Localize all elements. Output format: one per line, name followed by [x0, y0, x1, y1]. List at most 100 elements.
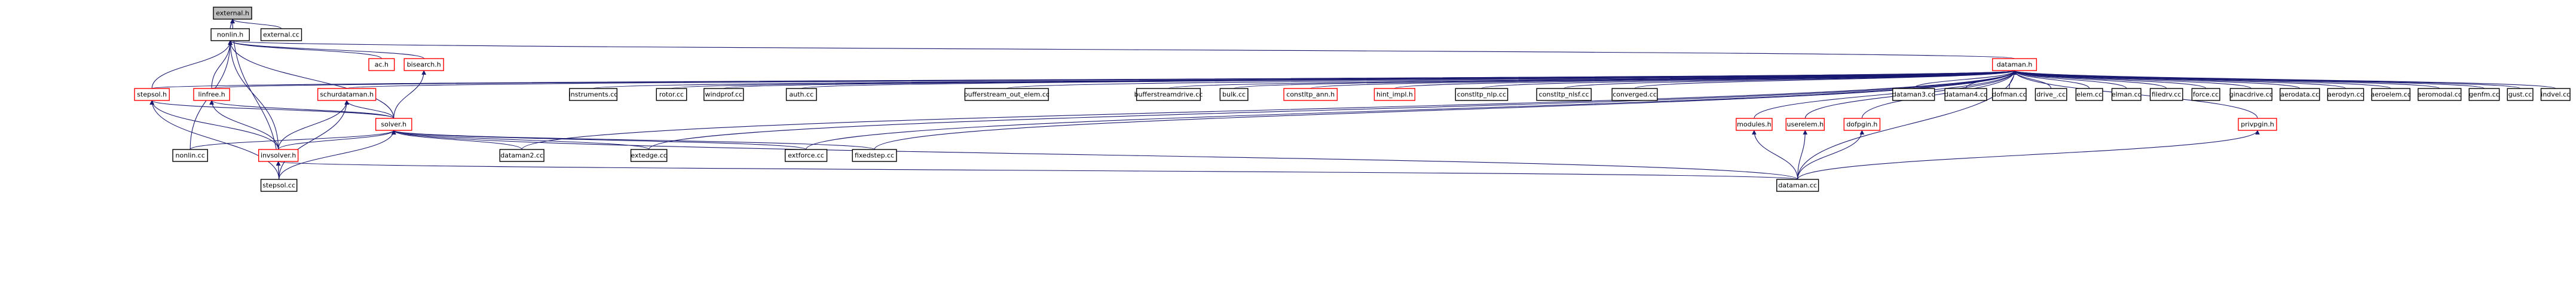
node-fixedstep-cc[interactable]: fixedstep.cc — [852, 149, 897, 162]
node-drive-cc[interactable]: drive_.cc — [2035, 88, 2067, 101]
edge-elem_cc-to-dataman_h — [2012, 70, 2090, 89]
node-nonlin-h[interactable]: nonlin.h — [210, 28, 250, 41]
edge-nonlin_h-to-external_h — [230, 19, 235, 29]
node-label: external.h — [216, 10, 249, 17]
node-label: rotor.cc — [659, 91, 684, 99]
node-label: bisearch.h — [407, 61, 441, 69]
node-indvel-cc[interactable]: indvel.cc — [2540, 88, 2571, 101]
node-label: bufferstream_out_elem.cc — [964, 91, 1050, 99]
node-label: dataman.cc — [1778, 182, 1817, 190]
edge-dataman_h-to-nonlin_h — [228, 40, 2015, 59]
node-box — [213, 7, 252, 20]
node-ginacdrive-cc[interactable]: ginacdrive.cc — [2229, 88, 2273, 101]
node-dataman2-cc[interactable]: dataman2.cc — [499, 149, 544, 162]
node-elem-cc[interactable]: elem.cc — [2075, 88, 2103, 101]
node-label: constltp_nlp.cc — [1457, 91, 1506, 99]
node-genfm-cc[interactable]: genfm.cc — [2468, 88, 2500, 101]
node-external-h[interactable]: external.h — [213, 7, 252, 20]
edge-extedge_cc-to-dataman_h — [648, 70, 2017, 150]
node-converged-cc[interactable]: converged.cc — [1611, 88, 1658, 101]
edge-stepsol_cc-to-stepsol_h — [149, 100, 280, 180]
edge-stepsol_h-to-nonlin_h — [151, 40, 233, 89]
node-box — [2371, 88, 2410, 101]
edge-external_cc-to-external_h — [230, 19, 282, 29]
node-box — [2229, 88, 2273, 101]
node-constltp-nlp-cc[interactable]: constltp_nlp.cc — [1455, 88, 1509, 101]
node-label: aeromodal.cc — [2418, 91, 2462, 99]
edge-indvel_cc-to-dataman_h — [2012, 70, 2556, 89]
node-bufferstreamdrive-cc[interactable]: bufferstreamdrive.cc — [1134, 88, 1203, 101]
edge-invsolver_h-to-stepsol_h — [149, 100, 279, 150]
edge-dataman_cc-to-solver_h — [391, 130, 1798, 180]
node-box — [2327, 88, 2364, 101]
node-windprof-cc[interactable]: windprof.cc — [703, 88, 744, 101]
node-constltp-nlsf-cc[interactable]: constltp_nlsf.cc — [1536, 88, 1592, 101]
node-box — [172, 149, 209, 162]
node-elman-cc[interactable]: elman.cc — [2111, 88, 2141, 101]
node-label: stepsol.h — [137, 91, 167, 99]
node-extedge-cc[interactable]: extedge.cc — [630, 149, 668, 162]
node-privplugin-h[interactable]: privpgin.h — [2238, 118, 2277, 131]
node-box — [1536, 88, 1592, 101]
node-invsolver-h[interactable]: invsolver.h — [258, 149, 299, 162]
node-gust-cc[interactable]: gust.cc — [2507, 88, 2534, 101]
node-aeromodal-cc-a[interactable]: auth.cc — [785, 88, 817, 101]
node-box — [1785, 118, 1825, 131]
node-instruments-cc[interactable]: instruments.cc — [569, 88, 618, 101]
node-box — [2191, 88, 2220, 101]
node-aeromodal-cc[interactable]: aeromodal.cc — [2418, 88, 2462, 101]
node-dataman-cc[interactable]: dataman.cc — [1776, 179, 1819, 192]
edge-dataman_cc-to-privplugin_h — [1797, 130, 2260, 180]
node-hint-impl-h[interactable]: hint_impl.h — [1373, 88, 1416, 101]
graph-nodes: external.h external.cc nonlin.h ac.h bisearc… — [134, 7, 2571, 192]
node-bisec-h[interactable]: bisearch.h — [403, 58, 444, 71]
edge-fixedstep_cc-to-dataman_h — [874, 70, 2017, 150]
node-label: indvel.cc — [2541, 91, 2570, 99]
node-box — [1843, 118, 1881, 131]
edge-invsolver_h-to-linfree_h — [209, 100, 279, 150]
node-label: nonlin.h — [217, 31, 243, 39]
node-box — [2111, 88, 2141, 101]
edge-dataman3_cc-to-dataman_h — [1913, 70, 2017, 89]
node-userelem-h[interactable]: userelem.h — [1785, 118, 1825, 131]
node-dofman-cc[interactable]: dofman.cc — [1991, 88, 2027, 101]
node-ac-h[interactable]: ac.h — [368, 58, 395, 71]
node-label: dofpgin.h — [1846, 121, 1877, 129]
node-dataman4-cc[interactable]: dataman4.cc — [1944, 88, 1987, 101]
node-force-cc[interactable]: force.cc — [2191, 88, 2220, 101]
node-label: elman.cc — [2112, 91, 2141, 99]
node-stepsol-h[interactable]: stepsol.h — [134, 88, 170, 101]
node-label: constltp_nlsf.cc — [1539, 91, 1589, 99]
node-aerodyn-cc[interactable]: aerodyn.cc — [2327, 88, 2364, 101]
node-constltp-ann-h[interactable]: constltp_ann.h — [1283, 88, 1338, 101]
node-filedrv-cc[interactable]: filedrv.cc — [2149, 88, 2183, 101]
node-nonlin-cc[interactable]: nonlin.cc — [172, 149, 209, 162]
node-stepsol-cc[interactable]: stepsol.cc — [260, 179, 298, 192]
node-box — [499, 149, 544, 162]
node-dofplugin-h[interactable]: dofpgin.h — [1843, 118, 1881, 131]
node-box — [193, 88, 230, 101]
node-label: solver.h — [381, 121, 406, 129]
node-modules-h[interactable]: modules.h — [1736, 118, 1773, 131]
node-solver-h[interactable]: solver.h — [375, 118, 412, 131]
node-label: bulk.cc — [1222, 91, 1246, 99]
node-bufferstream-out-cc[interactable]: bufferstream_out_elem.cc — [964, 88, 1050, 101]
node-aeroelem-cc[interactable]: aeroelem.cc — [2370, 88, 2411, 101]
node-label: dataman4.cc — [1944, 91, 1987, 99]
node-dataman3-cc[interactable]: dataman3.cc — [1892, 88, 1935, 101]
edge-modules_h-to-dataman_h — [1754, 70, 2017, 119]
edge-dataman_cc-to-modules_h — [1752, 130, 1798, 180]
node-extforce-cc[interactable]: extforce.cc — [784, 149, 828, 162]
node-external-cc[interactable]: external.cc — [260, 28, 302, 41]
node-rotor-cc[interactable]: rotor.cc — [656, 88, 687, 101]
node-schur-h[interactable]: schurdataman.h — [317, 88, 377, 101]
node-label: ac.h — [375, 61, 388, 69]
node-box — [703, 88, 744, 101]
node-bulk-cc[interactable]: bulk.cc — [1219, 88, 1249, 101]
node-linfree-h[interactable]: linfree.h — [193, 88, 230, 101]
node-box — [260, 179, 298, 192]
node-dataman-h[interactable]: dataman.h — [1991, 58, 2037, 71]
node-aerodata-cc[interactable]: aerodata.cc — [2280, 88, 2320, 101]
node-box — [656, 88, 687, 101]
